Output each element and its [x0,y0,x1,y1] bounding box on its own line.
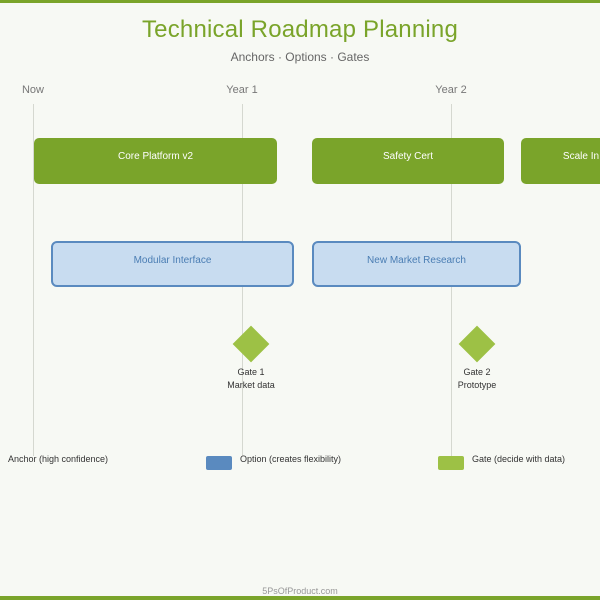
option-modular-interface[interactable]: Modular Interface [51,241,294,287]
gate-1-name: Gate 1 [237,367,265,377]
top-accent-rule [0,0,600,3]
timeline-line-now [33,104,34,456]
page-subtitle: Anchors · Options · Gates [230,50,370,64]
gate-1-detail: Market data [227,380,275,390]
gate-2-label: Gate 2 Prototype [458,366,497,392]
timeline-label-now: Now [21,84,45,96]
legend-option-swatch [206,456,232,470]
anchor-core-platform-v2[interactable]: Core Platform v2 [34,138,277,184]
anchor-scale-in[interactable]: Scale In [521,138,600,184]
legend-gate-swatch [438,456,464,470]
gate-1-diamond-icon[interactable] [232,325,270,363]
footer-credit: 5PsOfProduct.com [262,586,338,596]
gate-2-detail: Prototype [457,380,497,390]
timeline-label-year-2: Year 2 [435,84,467,96]
anchor-safety-cert[interactable]: Safety Cert [312,138,504,184]
gate-2-diamond-icon[interactable] [458,325,496,363]
timeline-label-year-1: Year 1 [226,84,258,96]
gate-1-label: Gate 1 Market data [227,366,275,392]
legend-anchor-label: Anchor (high confidence) [8,454,109,464]
page-title: Technical Roadmap Planning [141,16,459,43]
option-new-market-research[interactable]: New Market Research [312,241,521,287]
bottom-accent-rule [0,596,600,600]
gate-2-name: Gate 2 [463,367,491,377]
legend-gate-label: Gate (decide with data) [472,454,566,464]
legend-option-label: Option (creates flexibility) [240,454,342,464]
